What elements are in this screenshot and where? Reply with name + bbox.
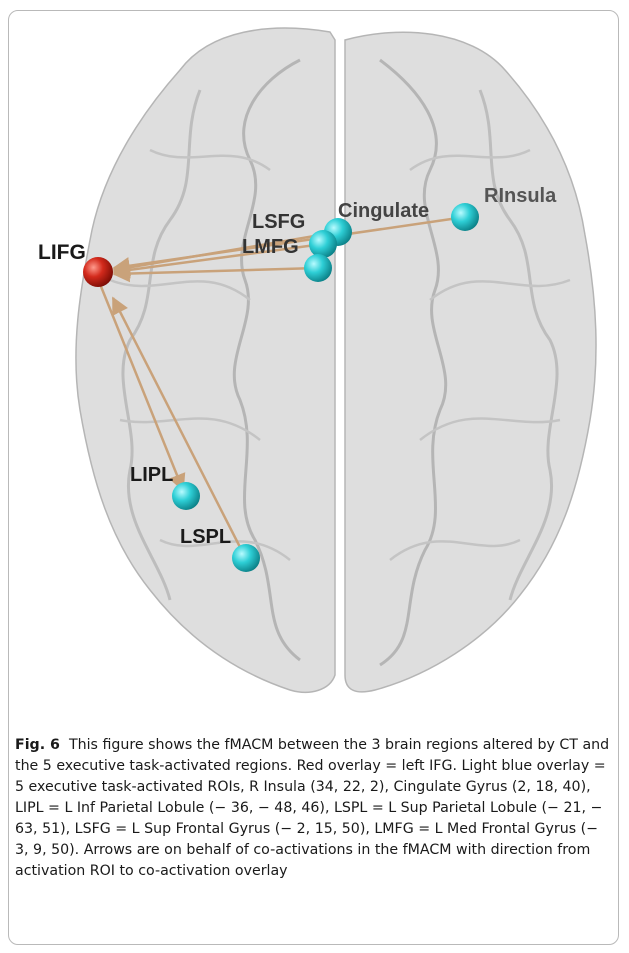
label-lspl: LSPL — [180, 526, 231, 548]
rinsula-sphere — [451, 203, 479, 231]
caption-label: Fig. 6 — [15, 737, 60, 753]
label-lsfg: LSFG — [252, 211, 305, 233]
label-lmfg: LMFG — [242, 236, 299, 258]
left-hemisphere — [76, 28, 335, 692]
label-cingulate: Cingulate — [338, 200, 429, 222]
label-lifg: LIFG — [38, 241, 86, 264]
figure-caption: Fig. 6 This figure shows the fMACM betwe… — [15, 735, 615, 882]
caption-text: This figure shows the fMACM between the … — [15, 737, 609, 879]
lsfg-sphere — [309, 230, 337, 258]
label-rinsula: RInsula — [484, 185, 557, 207]
brain-figure: LIFG LSFG LMFG Cingulate RInsula LIPL LS… — [0, 0, 629, 730]
right-hemisphere — [345, 32, 596, 692]
label-lipl: LIPL — [130, 464, 173, 486]
lspl-sphere — [232, 544, 260, 572]
lipl-sphere — [172, 482, 200, 510]
lmfg-sphere — [304, 254, 332, 282]
lifg-sphere — [83, 257, 113, 287]
